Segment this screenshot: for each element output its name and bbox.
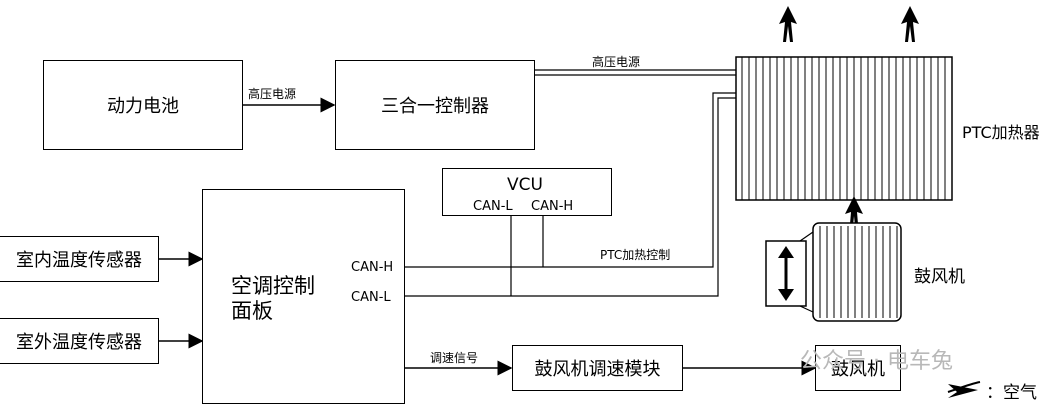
vcu-can-l-label: CAN-L — [473, 199, 513, 214]
blower-bottom-label: 鼓风机 — [831, 359, 885, 380]
panel-label: 空调控制面板 — [231, 274, 315, 323]
blower-bottom-block: 鼓风机 — [815, 345, 901, 391]
ptc-ctrl-label: PTC加热控制 — [600, 248, 671, 262]
watermark: 公众号 · 电车兔 — [800, 349, 953, 374]
can-l-line — [404, 97, 736, 297]
legend-air-label: ：空气 — [986, 383, 1037, 403]
speed-signal-label: 调速信号 — [430, 351, 479, 365]
outdoor-sensor-block: 室外温度传感器 — [0, 318, 159, 364]
hv-label-1: 高压电源 — [248, 87, 297, 101]
blower-module-label: 鼓风机调速模块 — [534, 359, 661, 380]
panel-block: 空调控制面板 CAN-H CAN-L — [202, 189, 405, 404]
controller-label: 三合一控制器 — [381, 96, 489, 117]
can-h-line — [404, 92, 736, 268]
blower-label: 鼓风机 — [914, 267, 965, 287]
hv-label-2: 高压电源 — [592, 55, 641, 69]
controller-block: 三合一控制器 — [335, 60, 535, 150]
panel-can-h-label: CAN-H — [351, 260, 394, 275]
vcu-block: VCU CAN-L CAN-H — [442, 168, 612, 216]
air-arrow-icon — [779, 6, 919, 236]
indoor-sensor-block: 室内温度传感器 — [0, 236, 159, 282]
blower-module-block: 鼓风机调速模块 — [512, 345, 683, 391]
panel-can-l-label: CAN-L — [351, 290, 391, 305]
indoor-sensor-label: 室内温度传感器 — [16, 250, 142, 271]
battery-label: 动力电池 — [107, 96, 179, 117]
battery-block: 动力电池 — [43, 60, 243, 150]
ptc-heater-fins — [735, 56, 953, 201]
vcu-label: VCU — [507, 175, 543, 195]
legend-air-arrow-icon — [947, 381, 981, 398]
vcu-can-h-label: CAN-H — [531, 199, 574, 214]
outdoor-sensor-label: 室外温度传感器 — [16, 332, 142, 353]
ptc-label: PTC加热器 — [962, 123, 1040, 142]
blower-drum-icon — [765, 222, 902, 322]
